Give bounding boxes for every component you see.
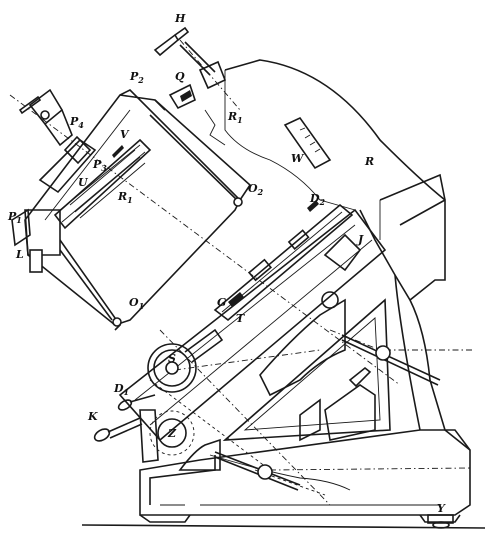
label-u: U <box>78 176 89 189</box>
base-stand <box>139 429 471 523</box>
drum-z <box>149 410 195 456</box>
label-l: L <box>15 248 24 261</box>
label-v: V <box>120 128 130 141</box>
label-d1: D1 <box>113 382 129 397</box>
label-t: T <box>236 312 245 325</box>
knob-d1 <box>117 394 156 411</box>
label-k: K <box>87 410 98 423</box>
centre-lines <box>9 39 475 506</box>
label-q: Q <box>175 70 185 83</box>
label-s: S <box>168 352 176 365</box>
label-p3: P3 <box>92 158 107 173</box>
label-g: G <box>217 296 226 309</box>
main-frame <box>118 59 471 471</box>
optical-body <box>11 88 252 331</box>
label-r1-top: R1 <box>227 110 243 125</box>
label-d2: D2 <box>309 192 326 207</box>
foot-y <box>427 514 454 529</box>
slide-track <box>213 200 354 322</box>
lever-arm-lower <box>214 451 301 491</box>
label-p1: P1 <box>7 210 22 225</box>
scale-w <box>283 116 332 170</box>
label-o2: O2 <box>248 182 264 197</box>
ground-line <box>81 524 486 529</box>
label-w: W <box>291 152 305 165</box>
label-z: Z <box>167 427 177 440</box>
label-p4: P4 <box>69 115 84 130</box>
label-r: R <box>364 155 374 168</box>
label-y: Y <box>437 502 446 515</box>
wheel-s <box>147 328 224 393</box>
label-p2: P2 <box>129 70 144 85</box>
knob-k <box>93 409 159 463</box>
letter-labels: H Q P2 P4 V R1 W R P3 U R1 O2 P1 D2 J L … <box>7 12 446 515</box>
top-screw <box>153 26 227 110</box>
label-o1: O1 <box>129 296 144 311</box>
label-h: H <box>174 12 186 25</box>
label-j: J <box>356 233 364 246</box>
label-r1-mid: R1 <box>117 190 133 205</box>
lever-arm-upper <box>341 334 441 388</box>
